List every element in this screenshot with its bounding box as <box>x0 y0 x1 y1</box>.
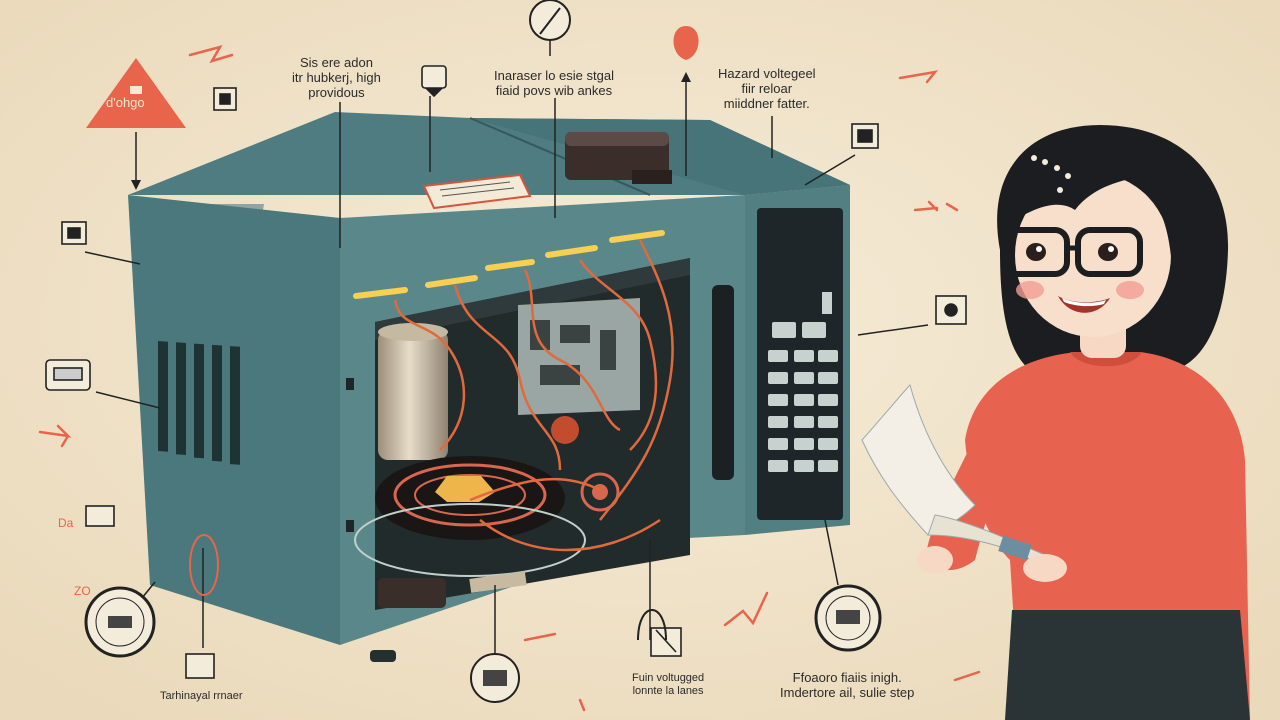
component-icon <box>185 653 215 679</box>
callout-top-center: Inaraser lo esie stgal fiaid povs wib an… <box>494 68 614 98</box>
callout-line: Hazard voltegeel <box>718 66 816 81</box>
callout-line: Imdertore ail, sulie step <box>780 685 915 700</box>
callout-top-left: Sis ere adon itr hubkerj, high providous <box>292 55 381 100</box>
microwave-cutaway <box>128 112 850 662</box>
component-icon <box>851 123 879 149</box>
warning-sign-text: d'ohgo <box>106 95 145 110</box>
callout-line: lonnte la lanes <box>632 685 704 697</box>
callout-line: miiddner fatter. <box>723 96 810 111</box>
callout-bottom-left: Tarhinayal rrnaer <box>160 690 243 703</box>
callout-line: providous <box>308 85 365 100</box>
component-icon <box>421 65 447 98</box>
callout-leaders <box>84 72 929 655</box>
decorative-marks <box>38 45 981 712</box>
callout-bottom-center: Fuin voltugged lonnte la lanes <box>632 672 704 698</box>
callout-line: Sis ere adon <box>299 55 373 70</box>
warning-triangle-icon <box>86 58 186 128</box>
callout-line: fiir reloar <box>741 81 793 96</box>
margin-mark-left-low: ZO <box>74 584 91 598</box>
callout-line: Ffoaoro fiaiis inigh. <box>792 670 902 685</box>
gauge-icon <box>84 586 156 658</box>
component-icon <box>85 505 115 527</box>
gauge-icon <box>470 653 520 703</box>
component-icon <box>61 221 87 245</box>
callout-line: itr hubkerj, high <box>292 70 381 85</box>
callout-top-right: Hazard voltegeel fiir reloar miiddner fa… <box>718 66 816 111</box>
person-icon <box>861 125 1250 720</box>
flame-icon <box>673 26 699 60</box>
callout-line: fiaid povs wib ankes <box>495 83 613 98</box>
component-icon <box>213 87 237 111</box>
callout-line: Inaraser lo esie stgal <box>494 68 614 83</box>
gauge-icon <box>529 0 571 56</box>
margin-mark-left-mid: Da <box>58 516 74 530</box>
gauge-icon <box>814 584 882 652</box>
fuse-icon <box>637 609 667 641</box>
callout-line: Fuin voltugged <box>632 672 705 684</box>
component-icon <box>45 359 91 391</box>
callout-bottom-right: Ffoaoro fiaiis inigh. Imdertore ail, sul… <box>780 670 914 700</box>
component-icon <box>935 295 967 325</box>
callout-line: Tarhinayal rrnaer <box>160 690 243 702</box>
